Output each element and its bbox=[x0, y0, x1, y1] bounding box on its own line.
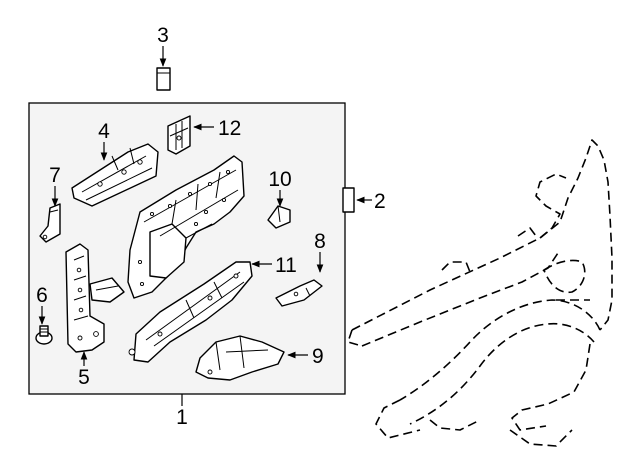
main-apron-panel bbox=[127, 155, 245, 299]
callout-7: 7 bbox=[49, 164, 61, 187]
callout-4: 4 bbox=[98, 120, 110, 143]
callout-2: 2 bbox=[374, 190, 386, 213]
part-8-bracket bbox=[275, 279, 323, 307]
part-9-support bbox=[195, 335, 285, 381]
part-2-clip bbox=[342, 187, 355, 213]
callout-8: 8 bbox=[314, 230, 326, 253]
callout-10: 10 bbox=[268, 168, 291, 191]
part-3-clip bbox=[156, 67, 171, 91]
part-12-bracket bbox=[167, 115, 191, 155]
part-10-gusset bbox=[267, 205, 291, 229]
part-7-bracket bbox=[39, 203, 61, 243]
callout-5: 5 bbox=[78, 366, 90, 389]
callout-1: 1 bbox=[176, 406, 188, 429]
part-4-upper-rail bbox=[71, 143, 159, 207]
part-6-bolt bbox=[35, 325, 53, 345]
callout-9: 9 bbox=[312, 345, 324, 368]
fender-outline bbox=[347, 139, 613, 447]
part-11-lower-rail bbox=[128, 261, 253, 363]
callout-3: 3 bbox=[157, 24, 169, 47]
part-5-side-member bbox=[65, 243, 125, 353]
callout-6: 6 bbox=[36, 284, 48, 307]
callout-12: 12 bbox=[218, 117, 241, 140]
callout-11: 11 bbox=[275, 254, 297, 277]
